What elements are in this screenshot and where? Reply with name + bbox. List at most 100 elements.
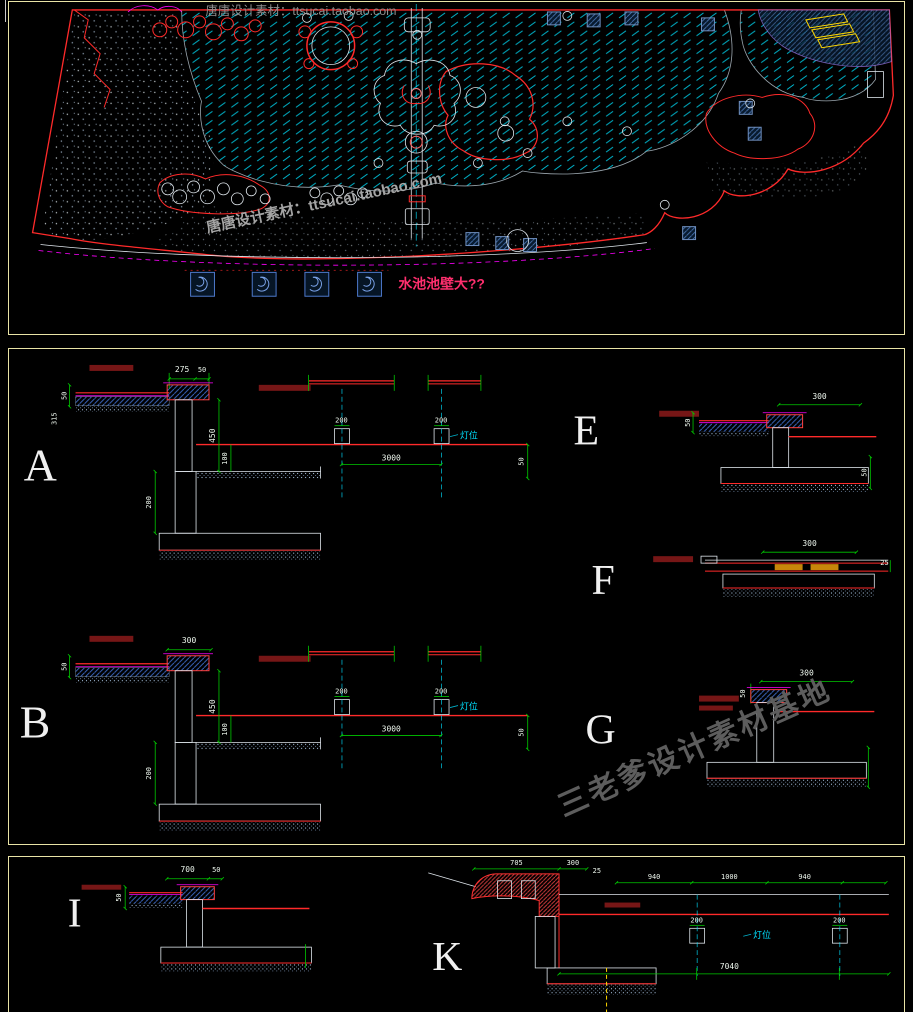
plan-caption: 水池池壁大?? <box>398 275 485 291</box>
annotation-text-red <box>89 364 134 371</box>
annotation-text-red <box>258 655 311 662</box>
section-g: G 300 50 <box>585 669 875 790</box>
dim-label: 300 <box>802 539 817 548</box>
wall-sections-panel: A 275 50 50 315 <box>8 348 905 845</box>
top-right-band <box>757 9 892 98</box>
section-f-letter: F <box>591 558 614 604</box>
dim-label: 200 <box>335 417 348 425</box>
dim-label: 50 <box>61 663 69 671</box>
frame-edge-mark <box>5 0 6 22</box>
channel-opening <box>497 880 512 899</box>
section-a-letter: A <box>24 439 57 490</box>
dim-label: 100 <box>221 723 229 736</box>
section-f: F 300 25 <box>591 539 891 604</box>
dim-label: 300 <box>799 669 814 678</box>
annotation-text-red <box>89 635 134 642</box>
plan-panel: 唐唐设计素材：ttsucai.taobao.com 唐唐设计素材：ttsucai… <box>8 1 905 335</box>
dim-label: 200 <box>690 916 703 924</box>
dim-label: 50 <box>684 418 692 426</box>
section-e-letter: E <box>574 409 600 455</box>
light-note: 灯位 <box>460 701 478 712</box>
fountain-circle-top <box>298 21 364 71</box>
annotation-text-red <box>699 705 733 711</box>
dim-label: 300 <box>567 859 580 867</box>
dim-label: 3000 <box>382 454 401 463</box>
dim-label: 200 <box>833 916 846 924</box>
dim-label: 275 <box>175 365 190 374</box>
tree-icon <box>190 271 215 297</box>
paving-stipple <box>42 11 869 260</box>
dim-label: 25 <box>593 867 601 875</box>
fountain-axis <box>373 3 461 247</box>
dim-label: 300 <box>812 392 827 401</box>
dim-label: 450 <box>208 699 217 714</box>
water-area <box>181 9 876 192</box>
dim-label: 200 <box>435 688 448 696</box>
bottom-sections-drawing: I 700 50 50 <box>68 859 891 1012</box>
annotation-text-red <box>699 695 739 702</box>
dim-label: 50 <box>860 468 868 476</box>
tree-icon <box>357 271 382 297</box>
tree-icon <box>251 271 277 297</box>
rock-blob-right <box>705 94 816 160</box>
dim-label: 200 <box>335 688 348 696</box>
section-i-letter: I <box>68 889 82 935</box>
channel-opening <box>520 880 536 899</box>
plan-circle-feature <box>506 229 529 252</box>
stairs-icon <box>805 13 861 49</box>
dim-label: 50 <box>198 366 206 374</box>
section-a: A 275 50 50 315 <box>24 364 530 561</box>
dim-label: 50 <box>212 866 220 874</box>
rock-cluster-left-mid <box>157 173 271 215</box>
dim-label: 940 <box>648 873 661 881</box>
annotation-text-red <box>659 410 700 417</box>
plan-drawing: 唐唐设计素材：ttsucai.taobao.com 唐唐设计素材：ttsucai… <box>31 3 895 297</box>
dim-label: 200 <box>145 496 153 509</box>
light-note: 灯位 <box>460 430 478 441</box>
dim-label: 940 <box>798 873 811 881</box>
dim-label: 1000 <box>721 873 738 881</box>
section-k-letter: K <box>432 933 462 979</box>
rock-cluster-top-left <box>127 5 262 42</box>
tree-icon <box>304 271 330 297</box>
watermark-ttsucai-top: 唐唐设计素材：ttsucai.taobao.com <box>206 3 397 18</box>
deck-timber <box>774 564 803 571</box>
dim-label: 50 <box>739 689 747 697</box>
rock-cluster-center <box>309 185 368 206</box>
tree-markers <box>184 269 389 297</box>
section-g-letter: G <box>585 707 615 753</box>
dim-label: 50 <box>518 457 526 465</box>
leader-circles <box>302 11 756 210</box>
annotation-text-red <box>258 384 311 391</box>
dim-label: 50 <box>61 392 69 400</box>
rock-cluster-center-right <box>439 63 538 161</box>
overflow-channel <box>471 873 560 917</box>
section-b: B 300 50 <box>20 635 530 832</box>
dim-label: 300 <box>182 636 197 645</box>
sections-drawing: A 275 50 50 315 <box>20 364 891 832</box>
dim-label: 50 <box>518 728 526 736</box>
dim-label: 25 <box>880 559 888 567</box>
dim-label: 3000 <box>382 724 401 733</box>
dim-label: 200 <box>435 417 448 425</box>
section-b-letter: B <box>20 696 51 747</box>
section-e: E 300 50 50 <box>574 392 877 493</box>
dim-label: 200 <box>145 767 153 780</box>
annotation-text-red <box>604 902 641 908</box>
light-note: 灯位 <box>753 929 771 940</box>
annotation-text-red <box>81 884 122 890</box>
annotation-text-red <box>653 556 694 563</box>
dim-label: 705 <box>510 859 523 867</box>
deck-timber <box>810 564 839 571</box>
site-boundary <box>31 9 895 266</box>
dim-label: 450 <box>208 428 217 443</box>
dim-label: 700 <box>180 865 195 874</box>
dim-label: 315 <box>51 412 59 425</box>
dim-label: 100 <box>221 452 229 465</box>
dim-label: 50 <box>115 893 123 901</box>
section-i: I 700 50 50 <box>68 865 312 972</box>
section-k: K 705 300 25 940 1000 940 <box>428 859 891 1012</box>
bottom-sections-panel: I 700 50 50 <box>8 856 905 1012</box>
dim-label: 7040 <box>720 962 739 971</box>
